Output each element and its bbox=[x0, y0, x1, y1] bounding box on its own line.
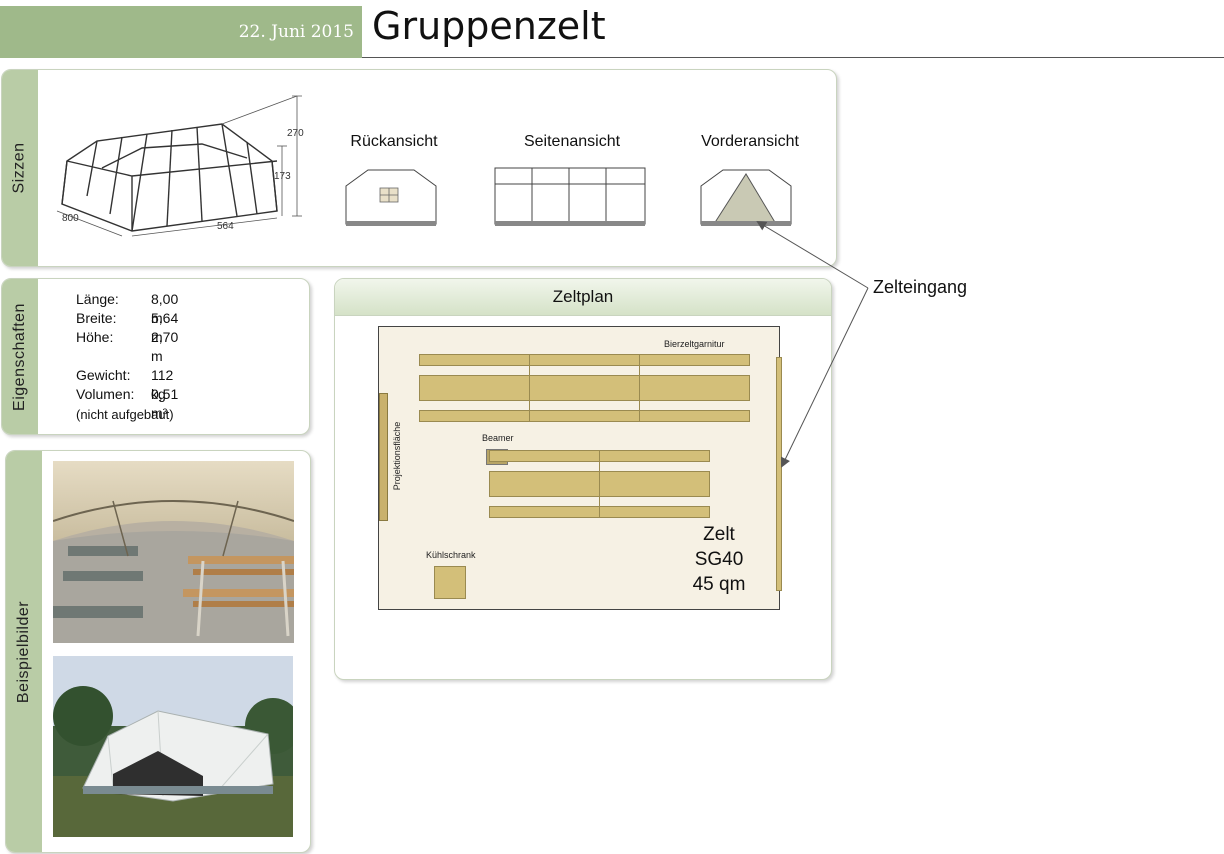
bench-row-1 bbox=[419, 354, 750, 366]
dim-height-total: 270 bbox=[287, 128, 304, 139]
view-label-front: Vorderansicht bbox=[701, 133, 799, 150]
page-title: Gruppenzelt bbox=[372, 4, 606, 48]
table-row-1 bbox=[419, 375, 750, 401]
floor-plan-panel: Zeltplan Bierzeltgarnitur Beamer Projekt… bbox=[334, 278, 832, 680]
divider-3 bbox=[599, 450, 600, 518]
example-images-tab: Beispielbilder bbox=[6, 451, 42, 852]
date-text: 22. Juni 2015 bbox=[238, 22, 354, 42]
label-kuehlschrank: Kühlschrank bbox=[426, 550, 476, 560]
property-list: Länge:8,00 m Breite:5,64 m Höhe:2,70 m G… bbox=[76, 291, 179, 422]
divider-2 bbox=[639, 354, 640, 422]
front-view-sketch bbox=[700, 169, 792, 226]
sketches-panel: Sizzen 270 173 800 bbox=[1, 69, 837, 267]
projection-screen bbox=[379, 393, 388, 521]
label-bierzeltgarnitur: Bierzeltgarnitur bbox=[664, 339, 725, 349]
fridge bbox=[434, 566, 466, 599]
sketches-tab: Sizzen bbox=[2, 70, 38, 266]
view-label-back: Rückansicht bbox=[350, 133, 438, 150]
divider-1 bbox=[529, 354, 530, 422]
header-date: 22. Juni 2015 bbox=[0, 6, 362, 58]
bench-row-2 bbox=[419, 410, 750, 422]
view-label-side: Seitenansicht bbox=[523, 133, 621, 150]
prop-note: (nicht aufgebaut) bbox=[76, 407, 174, 422]
side-view-sketch bbox=[494, 167, 646, 226]
example-images-panel: Beispielbilder bbox=[5, 450, 311, 853]
tent-frame-sketch: 270 173 800 564 bbox=[56, 95, 304, 237]
dim-height-side: 173 bbox=[274, 171, 291, 182]
dim-length: 800 bbox=[62, 213, 79, 224]
entrance-wall bbox=[776, 357, 782, 591]
tent-interior-photo bbox=[53, 461, 294, 643]
dim-width: 564 bbox=[217, 221, 234, 232]
floor-plan-title: Zeltplan bbox=[335, 279, 831, 316]
tent-exterior-photo bbox=[53, 656, 293, 837]
properties-panel: Eigenschaften Länge:8,00 m Breite:5,64 m… bbox=[1, 278, 310, 435]
properties-tab: Eigenschaften bbox=[2, 279, 38, 434]
tent-type-label: Zelt SG40 45 qm bbox=[692, 524, 746, 595]
back-view-sketch bbox=[345, 169, 437, 226]
floor-plan-area: Bierzeltgarnitur Beamer Projektionsfläch… bbox=[378, 326, 782, 610]
entrance-callout-label: Zelteingang bbox=[873, 277, 968, 297]
label-beamer: Beamer bbox=[482, 433, 514, 443]
header-rule bbox=[362, 57, 1224, 58]
